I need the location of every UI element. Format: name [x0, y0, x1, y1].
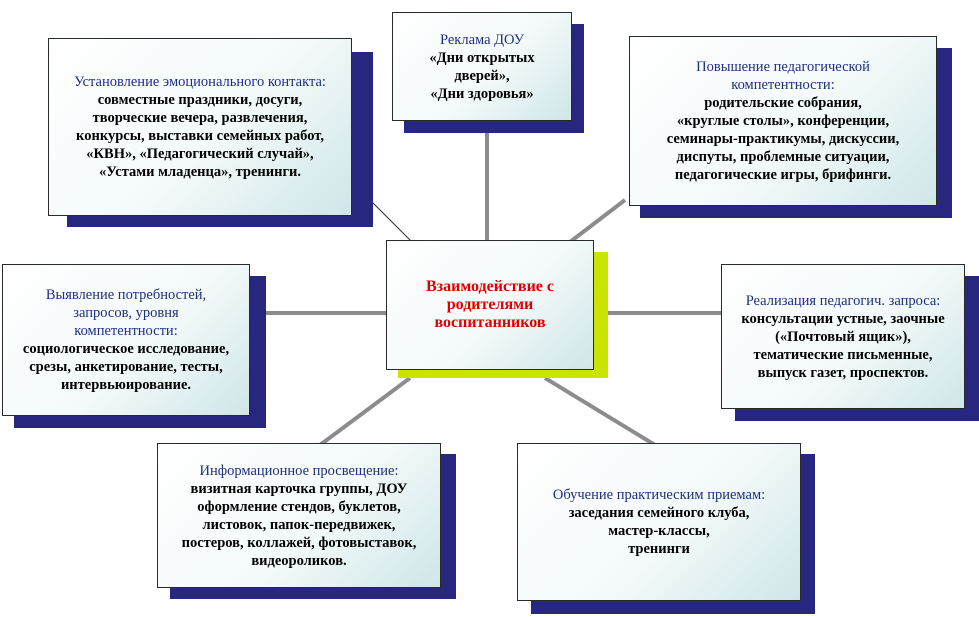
center-title-line: воспитанников [434, 314, 546, 331]
emotional-line: совместные праздники, досуги, [97, 92, 303, 108]
emotional-line: творческие вечера, развлечения, [92, 110, 308, 126]
info-title: Информационное просвещение: [199, 462, 399, 479]
practical-box: Обучение практическим приемам: заседания… [517, 443, 801, 601]
competence-line: диспуты, проблемные ситуации, [676, 149, 890, 165]
competence-title: Повышение педагогической компетентности: [696, 59, 870, 93]
needs-line: интервьюирование. [60, 377, 192, 393]
connector-bottom-left [318, 376, 412, 447]
ad-line: «Дни открытых [429, 49, 535, 66]
info-line: визитная карточка группы, ДОУ [190, 480, 408, 497]
connector-bottom-right [543, 376, 657, 447]
practical-line: заседания семейного клуба, [568, 505, 750, 521]
competence-line: семинары-практикумы, дискуссии, [666, 131, 900, 147]
info-line: видеороликов. [251, 552, 347, 569]
info-line: листовок, папок-передвижек, [202, 516, 396, 533]
connector-top-right [568, 198, 627, 244]
needs-title: Выявление потребностей, запросов, уровня… [45, 287, 207, 339]
competence-box: Повышение педагогической компетентности:… [629, 36, 937, 206]
info-line: постеров, коллажей, фотовыставок, [181, 534, 417, 551]
request-line: консультации устные, заочные [741, 310, 945, 327]
center-title-line: Взаимодействие с [426, 278, 554, 295]
ad-box: Реклама ДОУ «Дни открытых дверей», «Дни … [392, 12, 572, 121]
practical-line: мастер-классы, [608, 523, 710, 539]
info-line: оформление стендов, буклетов, [197, 498, 401, 515]
practical-title: Обучение практическим приемам: [552, 487, 766, 503]
emotional-line: «Устами младенца», тренинги. [98, 164, 302, 180]
info-box: Информационное просвещение: визитная кар… [157, 443, 441, 588]
request-line: тематические письменные, [753, 346, 933, 363]
practical-line: тренинги [628, 541, 690, 557]
needs-line: социологическое исследование, [22, 341, 230, 357]
request-title: Реализация педагогич. запроса: [745, 292, 941, 309]
competence-line: «круглые столы», конференции, [676, 113, 890, 129]
emotional-line: «КВН», «Педагогический случай», [86, 146, 314, 162]
ad-line: дверей», [454, 67, 510, 84]
request-box: Реализация педагогич. запроса: консульта… [721, 264, 965, 409]
needs-line: срезы, анкетирование, тесты, [29, 359, 223, 375]
needs-box: Выявление потребностей, запросов, уровня… [2, 264, 250, 416]
center-box: Взаимодействие с родителями воспитаннико… [386, 240, 594, 370]
request-line: («Почтовый ящик»), [775, 328, 911, 345]
emotional-line: конкурсы, выставки семейных работ, [76, 128, 324, 144]
ad-title: Реклама ДОУ [440, 31, 524, 48]
request-line: выпуск газет, проспектов. [757, 364, 929, 381]
ad-line: «Дни здоровья» [430, 85, 534, 102]
competence-line: родительские собрания, [704, 95, 862, 111]
center-title-line: родителями [446, 296, 534, 313]
emotional-contact-title: Установление эмоционального контакта: [74, 74, 326, 90]
emotional-contact-box: Установление эмоционального контакта: со… [48, 38, 352, 216]
competence-line: педагогические игры, брифинги. [674, 167, 892, 183]
